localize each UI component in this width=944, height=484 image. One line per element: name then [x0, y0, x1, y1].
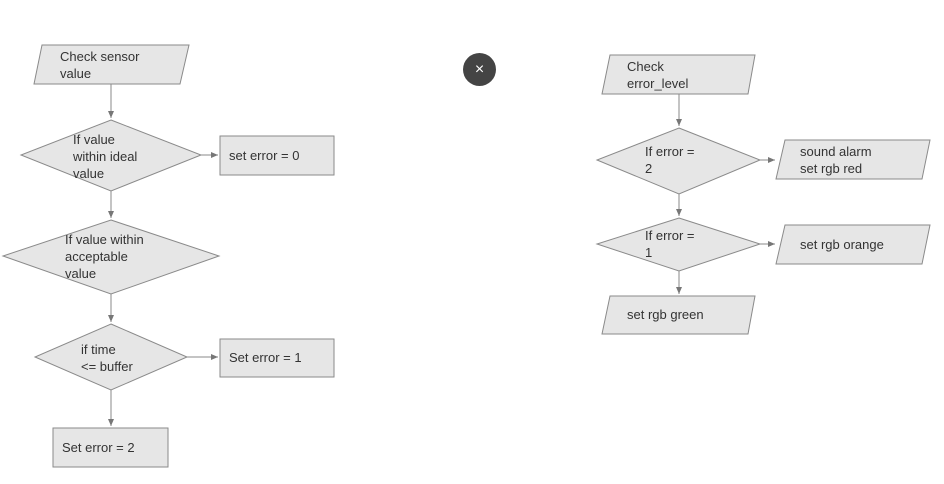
decision-error1-diamond: [595, 217, 762, 272]
decision-ideal-diamond: [19, 119, 203, 192]
decision-ideal-label: If value within ideal value: [73, 132, 138, 181]
close-icon: ×: [474, 61, 485, 78]
action-error2-label: sound alarm set rgb red: [800, 144, 872, 176]
action-error2-parallelogram: [775, 139, 931, 180]
start-parallelogram: [33, 44, 190, 85]
action-time-label: Set error = 1: [229, 350, 302, 365]
decision-time-label: if time <= buffer: [81, 342, 133, 374]
end-box: [52, 427, 169, 468]
action-time-box: [219, 338, 335, 378]
start-right-label: Check error_level: [627, 59, 689, 91]
decision-time-diamond: [33, 323, 189, 391]
action-ideal-label: set error = 0: [229, 148, 300, 163]
action-error1-label: set rgb orange: [800, 237, 884, 252]
end-label: Set error = 2: [62, 440, 135, 455]
start-parallelogram-right: [601, 54, 756, 95]
start-label: Check sensor value: [60, 49, 140, 81]
close-button[interactable]: ×: [463, 53, 496, 86]
action-error1-parallelogram: [775, 224, 931, 265]
end-parallelogram-right: [601, 295, 756, 335]
decision-acceptable-diamond: [1, 219, 221, 295]
decision-acceptable-label: If value within acceptable value: [65, 232, 144, 281]
decision-error1-label: If error = 1: [645, 228, 695, 260]
decision-error2-label: If error = 2: [645, 144, 695, 176]
action-ideal-box: [219, 135, 335, 176]
decision-error2-diamond: [595, 127, 762, 195]
end-right-label: set rgb green: [627, 307, 704, 322]
